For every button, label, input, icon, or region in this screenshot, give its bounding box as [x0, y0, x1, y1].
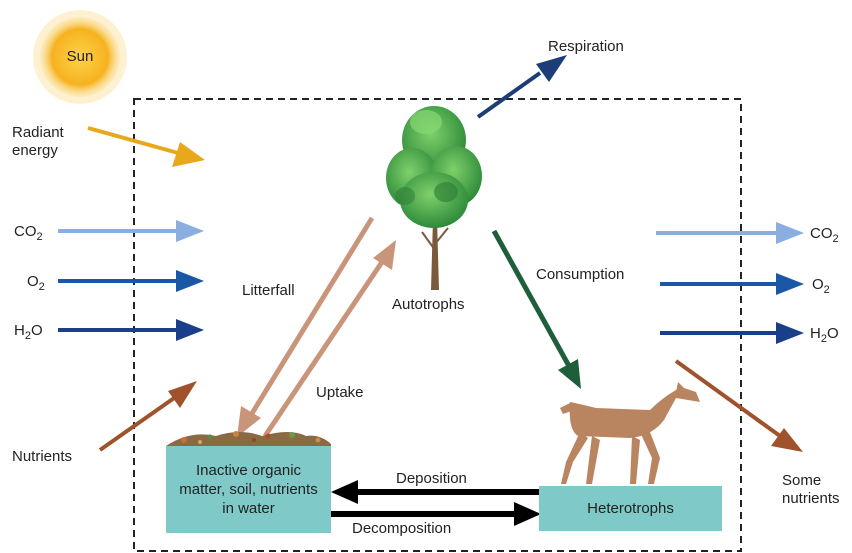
co2-out-arrow-head: [776, 222, 804, 244]
consumption-arrow-line: [494, 231, 569, 366]
respiration-arrow-head: [536, 55, 567, 82]
co2-in-label: CO2: [14, 223, 43, 246]
autotrophs-label: Autotrophs: [392, 296, 465, 314]
nutrients-in-label: Nutrients: [12, 448, 72, 466]
nutrients-in-arrow-line: [100, 396, 177, 450]
h2o-in-arrow-head: [176, 319, 204, 341]
h2o-in-label: H2O: [14, 322, 43, 345]
respiration-label: Respiration: [548, 38, 624, 56]
inactive-pool-label: Inactive organic matter, soil, nutrients…: [174, 461, 324, 518]
tree-icon: [386, 106, 482, 290]
co2-out-label: CO2: [810, 225, 839, 248]
heterotrophs-box: Heterotrophs: [539, 486, 722, 531]
co2-in-arrow-head: [176, 220, 204, 242]
h2o-out-arrow-head: [776, 322, 804, 344]
deposition-label: Deposition: [396, 470, 467, 488]
o2-out-label: O2: [812, 276, 830, 299]
deposition-arrow-head: [331, 480, 358, 504]
some-nutrients-label: Some nutrients: [782, 472, 850, 508]
respiration-arrow-line: [478, 73, 540, 117]
decomposition-arrow-head: [514, 502, 541, 526]
uptake-label: Uptake: [316, 384, 364, 402]
deer-icon: [560, 382, 700, 484]
inactive-pool-box: Inactive organic matter, soil, nutrients…: [166, 446, 331, 533]
nutrients-in-arrow-head: [168, 381, 197, 408]
sun-label: Sun: [50, 48, 110, 65]
heterotrophs-label: Heterotrophs: [587, 499, 674, 518]
radiant-energy-arrow-head: [172, 142, 205, 167]
radiant-energy-label: Radiant energy: [12, 124, 82, 160]
decomposition-label: Decomposition: [352, 520, 451, 538]
litterfall-label: Litterfall: [242, 282, 295, 300]
o2-out-arrow-head: [776, 273, 804, 295]
uptake-arrow-head: [373, 240, 396, 270]
o2-in-label: O2: [27, 273, 45, 296]
h2o-out-label: H2O: [810, 325, 839, 348]
consumption-label: Consumption: [536, 266, 624, 284]
o2-in-arrow-head: [176, 270, 204, 292]
